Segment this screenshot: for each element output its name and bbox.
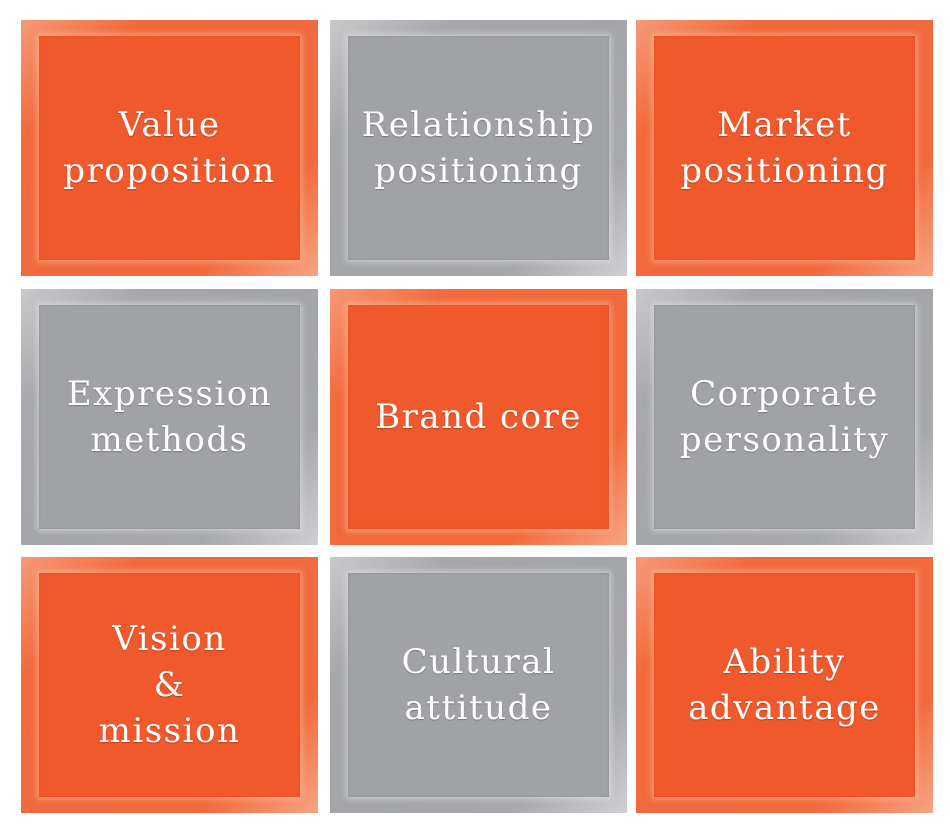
tile-label-line: Market <box>717 105 852 145</box>
tile-label-line: personality <box>679 420 890 460</box>
tile-vision-mission: Vision & mission <box>21 557 318 813</box>
tile-label-line: proposition <box>63 151 276 191</box>
tile-label-line: Value <box>118 105 221 145</box>
tile-label-line: Relationship <box>361 105 596 145</box>
tile-label-line: advantage <box>688 688 881 728</box>
tile-label: Expression methods <box>67 371 272 463</box>
tile-label-line: attitude <box>404 688 553 728</box>
tile-face: Market positioning <box>654 36 915 260</box>
tile-face: Value proposition <box>39 36 300 260</box>
tile-label: Corporate personality <box>680 371 889 463</box>
tile-label: Value proposition <box>63 102 275 194</box>
tile-label: Brand core <box>375 394 582 440</box>
tile-face: Ability advantage <box>654 573 915 797</box>
tile-face: Brand core <box>348 305 609 529</box>
tile-label-line: Expression <box>66 374 273 414</box>
tile-cultural-attitude: Cultural attitude <box>330 557 627 813</box>
tile-face: Relationship positioning <box>348 36 609 260</box>
tile-face: Corporate personality <box>654 305 915 529</box>
tile-label-line: positioning <box>374 151 583 191</box>
tile-brand-core: Brand core <box>330 289 627 545</box>
tile-label-line: positioning <box>680 151 889 191</box>
tile-relationship-positioning: Relationship positioning <box>330 20 627 276</box>
tile-label-line: mission <box>98 711 241 751</box>
tile-face: Vision & mission <box>39 573 300 797</box>
tile-value-proposition: Value proposition <box>21 20 318 276</box>
tile-label: Cultural attitude <box>402 639 556 731</box>
tile-label-line: & <box>153 665 186 705</box>
tile-label-line: Ability <box>723 642 846 682</box>
tile-label-line: methods <box>90 420 249 460</box>
tile-face: Cultural attitude <box>348 573 609 797</box>
tile-face: Expression methods <box>39 305 300 529</box>
tile-label-line: Brand core <box>375 397 582 437</box>
tile-label: Vision & mission <box>99 616 241 754</box>
tile-expression-methods: Expression methods <box>21 289 318 545</box>
tile-ability-advantage: Ability advantage <box>636 557 933 813</box>
tile-label: Market positioning <box>680 102 889 194</box>
tile-label-line: Cultural <box>401 642 556 682</box>
tile-label: Ability advantage <box>688 639 881 731</box>
tile-market-positioning: Market positioning <box>636 20 933 276</box>
tile-label-line: Corporate <box>690 374 879 414</box>
tile-label-line: Vision <box>112 619 227 659</box>
tile-label: Relationship positioning <box>362 102 596 194</box>
tile-corporate-personality: Corporate personality <box>636 289 933 545</box>
